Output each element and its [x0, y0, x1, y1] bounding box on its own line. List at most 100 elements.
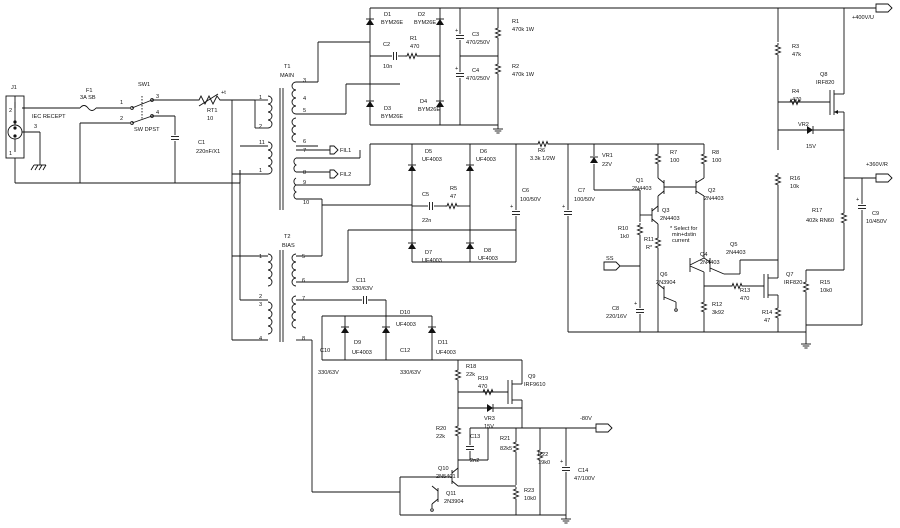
r17-ref: R17	[812, 208, 822, 214]
r4-value: 470	[792, 97, 801, 103]
svg-text:+: +	[856, 197, 859, 203]
t1-main-transformer: T1 MAIN 1 2 11 1 3 4 5 6 7 8 9 10	[232, 64, 309, 210]
r11-value: R*	[646, 245, 653, 251]
r7-value: 100	[670, 158, 679, 164]
q7-value: IRF820	[784, 280, 802, 286]
svg-text:3: 3	[34, 124, 37, 130]
c1-ref: C1	[198, 140, 205, 146]
svg-text:2: 2	[9, 108, 12, 114]
c14-value: 47/100V	[574, 476, 595, 482]
d5-value: UF4003	[422, 157, 442, 163]
r17-value: 402k RN60	[806, 218, 834, 224]
d3-value: BYM26E	[381, 114, 403, 120]
r19-ref: R19	[478, 376, 488, 382]
t2-ref: T2	[284, 234, 291, 240]
r23-value: 10k0	[524, 496, 536, 502]
q2-value: 2N4403	[704, 196, 724, 202]
r18-ref: R18	[466, 364, 476, 370]
d2-ref: D2	[418, 12, 425, 18]
error-amp: Q4 2N4403 Q5 2N4403 R12 3k92 R13 470 Q7 …	[568, 242, 862, 349]
t2-bias-transformer: T2 BIAS 1 2 3 4 5 6 7 8	[232, 205, 323, 342]
r1-value: 470k 1W	[512, 27, 535, 33]
r12-value: 3k92	[712, 310, 724, 316]
r16-value: 10k	[790, 184, 799, 190]
d7-ref: D7	[425, 250, 432, 256]
c12-ref: C12	[400, 348, 410, 354]
f1-value: 3A SB	[80, 95, 96, 101]
r2-value: 470k 1W	[512, 72, 535, 78]
hv-out-label: +400V/U	[852, 15, 874, 21]
neg-out-label: -80V	[580, 416, 592, 422]
t1-name: MAIN	[280, 73, 294, 79]
q2-ref: Q2	[708, 188, 715, 194]
svg-text:+: +	[455, 28, 458, 34]
r6-value: 3.3k 1/2W	[530, 156, 556, 162]
r15-value: 10k0	[820, 288, 832, 294]
svg-text:10: 10	[303, 200, 309, 206]
q10-ref: Q10	[438, 466, 449, 472]
r15-ref: R15	[820, 280, 830, 286]
d11-ref: D11	[438, 340, 448, 346]
q4-value: 2N4403	[700, 260, 720, 266]
svg-text:1: 1	[9, 151, 12, 157]
q9-value: IRF9610	[524, 382, 545, 388]
r12-ref: R12	[712, 302, 722, 308]
d4-ref: D4	[420, 99, 427, 105]
q8-ref: Q8	[820, 72, 827, 78]
c1-cap: C1 220nF/X1	[170, 116, 220, 183]
r16-ref: R16	[790, 176, 800, 182]
fil1-label: FIL1	[340, 148, 351, 154]
r3-value: 47k	[792, 52, 801, 58]
bias-bridge: D5 UF4003 D6 UF4003 D7 UF4003 D8 UF4003 …	[407, 143, 516, 264]
q3-ref: Q3	[662, 208, 669, 214]
d4-value: BYM26E	[418, 107, 440, 113]
q4-ref: Q4	[700, 252, 707, 258]
r22-ref: R22	[538, 452, 548, 458]
d6-ref: D6	[480, 149, 487, 155]
note-line3: current	[672, 238, 690, 244]
q6-value: 2N3904	[656, 280, 676, 286]
d9-ref: D9	[354, 340, 361, 346]
r1a-ref: R1	[410, 36, 417, 42]
c4-value: 470/250V	[466, 76, 490, 82]
r21-ref: R21	[500, 436, 510, 442]
r22-value: 19k0	[538, 460, 550, 466]
svg-text:6: 6	[302, 278, 305, 284]
d1-value: BYM26E	[381, 20, 403, 26]
c4-ref: C4	[472, 68, 479, 74]
svg-text:3: 3	[303, 78, 306, 84]
r14-ref: R14	[762, 310, 772, 316]
hv-bridge: D1 BYM26E D2 BYM26E D3 BYM26E D4 BYM26E …	[365, 7, 498, 126]
r2-ref: R2	[512, 64, 519, 70]
q9-ref: Q9	[528, 374, 535, 380]
out-360-label: +360V/R	[866, 162, 888, 168]
sw1-switch: SW1 1 3 2 4 SW DPST	[79, 82, 196, 183]
c6-ref: C6	[522, 188, 529, 194]
c6-value: 100/50V	[520, 197, 541, 203]
c7-value: 100/50V	[574, 197, 595, 203]
c14-ref: C14	[578, 468, 588, 474]
c7-ref: C7	[578, 188, 585, 194]
svg-text:6: 6	[303, 139, 306, 145]
t2-name: BIAS	[282, 243, 295, 249]
j1-iec-receptacle: J1 IEC RECEPT 2 3 1	[5, 85, 240, 184]
svg-text:4: 4	[259, 336, 262, 342]
svg-text:+: +	[455, 66, 458, 72]
q8-value: IRF820	[816, 80, 834, 86]
svg-text:+t: +t	[221, 90, 226, 96]
c2-value: 10n	[383, 64, 392, 70]
q11-value: 2N3904	[444, 499, 464, 505]
r11-ref: R11	[644, 237, 654, 243]
r1-ref: R1	[512, 19, 519, 25]
r5-value: 47	[450, 194, 456, 200]
svg-text:4: 4	[303, 96, 306, 102]
r8-value: 100	[712, 158, 721, 164]
d8-value: UF4003	[478, 256, 498, 262]
svg-text:2: 2	[259, 294, 262, 300]
svg-text:4: 4	[156, 110, 159, 116]
c10-ref: C10	[320, 348, 330, 354]
svg-text:2: 2	[259, 124, 262, 130]
rt1-thermistor: +t RT1 10	[196, 90, 232, 122]
q11-ref: Q11	[446, 491, 456, 497]
